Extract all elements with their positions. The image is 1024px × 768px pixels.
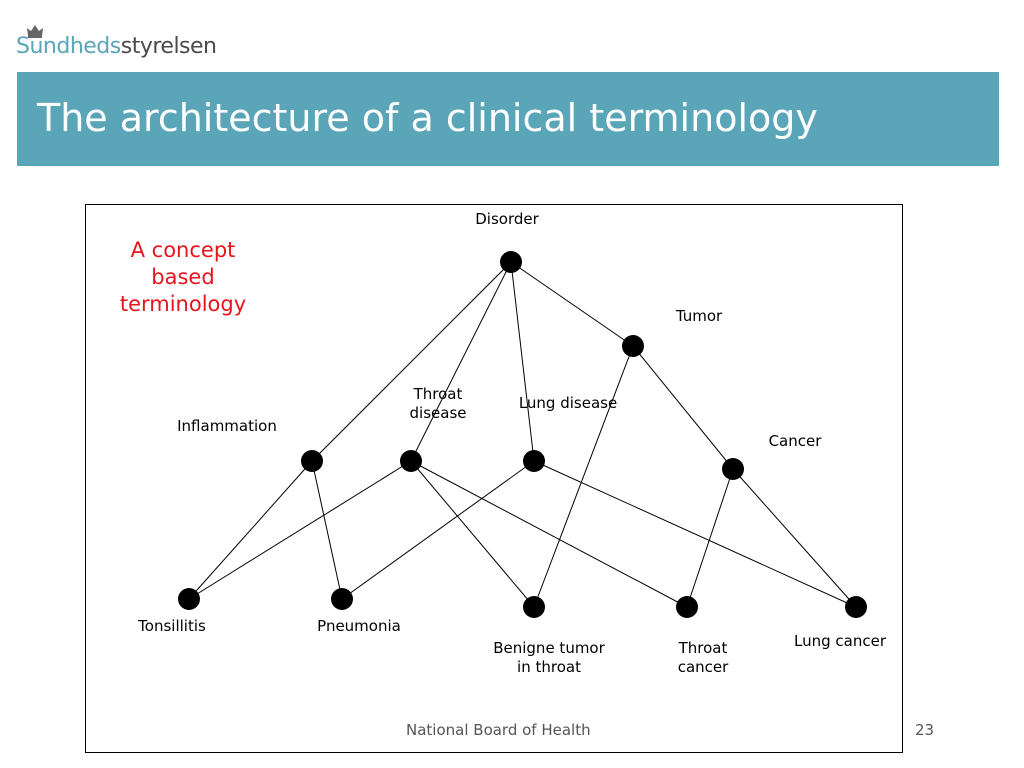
title-band: The architecture of a clinical terminolo… — [17, 72, 999, 166]
logo-wordmark: Sundhedsstyrelsen — [16, 34, 217, 59]
edge-inflammation-tonsillitis — [188, 460, 313, 600]
edge-throat-disease-tonsillitis — [188, 460, 412, 600]
edge-tumor-benign-tumor-throat — [533, 345, 634, 608]
node-label-inflammation: Inflammation — [177, 417, 277, 435]
diagram-frame — [85, 204, 903, 753]
node-label-disorder: Disorder — [475, 210, 539, 228]
edge-cancer-lung-cancer — [732, 468, 857, 608]
node-label-pneumonia: Pneumonia — [317, 617, 401, 635]
edge-disorder-lung-disease — [510, 261, 535, 462]
nodes — [178, 251, 867, 618]
node-label-tonsillitis: Tonsillitis — [137, 617, 206, 635]
edge-throat-disease-benign-tumor-throat — [410, 460, 535, 608]
node-label-cancer: Cancer — [769, 432, 823, 450]
node-label-tumor: Tumor — [675, 307, 723, 325]
node-lung-cancer — [845, 596, 867, 618]
edge-lung-disease-pneumonia — [341, 460, 535, 600]
node-lung-disease — [523, 450, 545, 472]
node-throat-cancer — [676, 596, 698, 618]
slide-title: The architecture of a clinical terminolo… — [37, 96, 818, 140]
footer-organization: National Board of Health — [406, 721, 591, 739]
edge-cancer-throat-cancer — [686, 468, 734, 608]
node-throat-disease — [400, 450, 422, 472]
node-disorder — [500, 251, 522, 273]
node-pneumonia — [331, 588, 353, 610]
node-label-lung-disease: Lung disease — [519, 394, 617, 412]
logo-part-1: Sundheds — [16, 34, 121, 59]
page-number: 23 — [915, 721, 935, 739]
edge-lung-disease-lung-cancer — [533, 460, 857, 608]
edge-disorder-throat-disease — [410, 261, 512, 462]
node-tonsillitis — [178, 588, 200, 610]
edges — [188, 261, 857, 608]
node-tumor — [622, 335, 644, 357]
logo-part-2: styrelsen — [120, 34, 217, 59]
node-benign-tumor-throat — [523, 596, 545, 618]
node-cancer — [722, 458, 744, 480]
edge-inflammation-pneumonia — [311, 460, 343, 600]
edge-tumor-cancer — [632, 345, 734, 470]
node-label-lung-cancer: Lung cancer — [794, 632, 887, 650]
crown-icon — [27, 25, 43, 38]
edge-throat-disease-throat-cancer — [410, 460, 688, 608]
edge-disorder-tumor — [510, 261, 634, 347]
edge-disorder-inflammation — [311, 261, 512, 462]
node-inflammation — [301, 450, 323, 472]
